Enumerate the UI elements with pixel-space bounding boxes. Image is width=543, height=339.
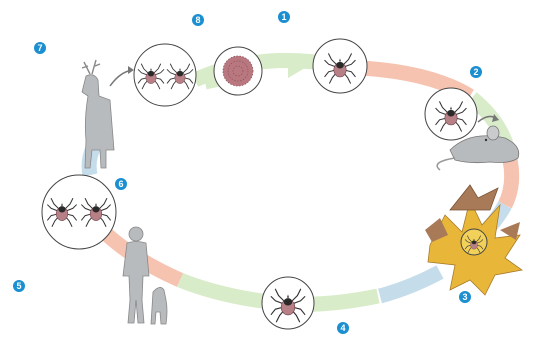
stage-1-adult-tick <box>312 38 368 94</box>
stage-2-tick-on-mouse <box>424 87 520 171</box>
stage-badge-2: 2 <box>470 66 482 78</box>
ring-segment-green-bottom-left <box>177 273 271 310</box>
ring-segment-blue-lower-right <box>378 265 444 304</box>
egg-mass-icon <box>213 46 263 96</box>
svg-text:5: 5 <box>16 281 21 291</box>
stage-badges: 1 2 3 4 5 6 7 8 <box>13 11 482 334</box>
stage-4-tick-on-ground <box>261 276 315 330</box>
deer-icon <box>81 59 115 169</box>
svg-text:6: 6 <box>118 179 123 189</box>
stage-badge-5: 5 <box>13 280 25 292</box>
stage-badge-3: 3 <box>459 291 471 303</box>
stage-3-tick-on-leaves <box>425 184 524 296</box>
svg-text:8: 8 <box>195 15 200 25</box>
stage-badge-4: 4 <box>337 322 349 334</box>
stage-badge-7: 7 <box>34 42 46 54</box>
arrow-icon <box>288 58 305 78</box>
stage-badge-8: 8 <box>192 14 204 26</box>
stage-8-two-ticks <box>133 43 197 107</box>
stage-badge-6: 6 <box>115 178 127 190</box>
svg-text:2: 2 <box>473 67 478 77</box>
deer-host <box>81 59 134 169</box>
dog-icon <box>150 287 168 325</box>
human-and-dog-host <box>122 226 168 325</box>
svg-text:1: 1 <box>281 12 286 22</box>
svg-text:3: 3 <box>462 292 467 302</box>
stage-6-two-ticks <box>41 174 117 250</box>
svg-text:4: 4 <box>340 323 345 333</box>
stage-badge-1: 1 <box>278 11 290 23</box>
mouse-icon <box>436 125 520 171</box>
svg-text:7: 7 <box>37 43 42 53</box>
person-icon <box>122 226 150 324</box>
ring-segment-salmon-right <box>498 158 520 209</box>
